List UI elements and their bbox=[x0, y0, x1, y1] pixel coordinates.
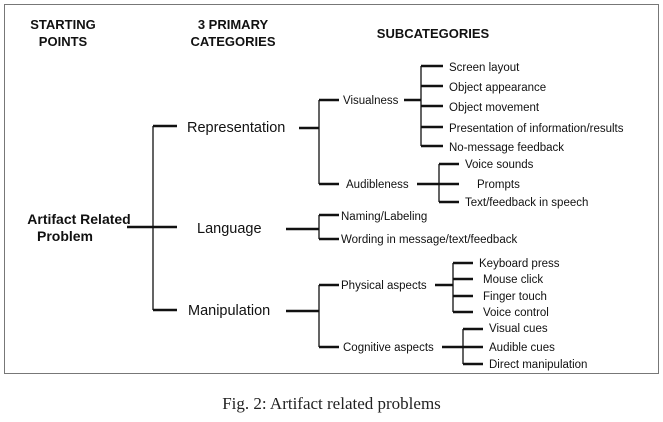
item-object-movement: Object movement bbox=[449, 102, 540, 114]
item-visual-cues: Visual cues bbox=[489, 323, 548, 335]
group-physical-aspects: Physical aspects bbox=[341, 280, 427, 292]
header-subcategories: SUBCATEGORIES bbox=[377, 26, 490, 41]
item-wording-in-message: Wording in message/text/feedback bbox=[341, 234, 517, 246]
item-keyboard-press: Keyboard press bbox=[479, 258, 560, 270]
header-starting-line2: POINTS bbox=[39, 34, 88, 49]
header-primary-line2: CATEGORIES bbox=[191, 34, 276, 49]
group-cognitive-aspects: Cognitive aspects bbox=[343, 342, 434, 354]
item-naming-labeling: Naming/Labeling bbox=[341, 211, 427, 223]
item-object-appearance: Object appearance bbox=[449, 82, 546, 94]
group-audibleness: Audibleness bbox=[346, 179, 409, 191]
category-manipulation: Manipulation bbox=[188, 303, 270, 319]
category-language: Language bbox=[197, 221, 262, 237]
taxonomy-diagram: STARTING POINTS 3 PRIMARY CATEGORIES SUB… bbox=[27, 17, 624, 371]
item-screen-layout: Screen layout bbox=[449, 62, 520, 74]
item-direct-manipulation: Direct manipulation bbox=[489, 359, 587, 371]
root-label-line2: Problem bbox=[37, 228, 93, 244]
item-presentation-of-information: Presentation of information/results bbox=[449, 123, 624, 135]
item-audible-cues: Audible cues bbox=[489, 342, 555, 354]
item-voice-sounds: Voice sounds bbox=[465, 159, 534, 171]
item-text-feedback-in-speech: Text/feedback in speech bbox=[465, 197, 588, 209]
header-starting-line1: STARTING bbox=[30, 17, 95, 32]
item-no-message-feedback: No-message feedback bbox=[449, 142, 564, 154]
figure-caption: Fig. 2: Artifact related problems bbox=[222, 394, 441, 413]
root-label-line1: Artifact Related bbox=[27, 211, 130, 227]
item-finger-touch: Finger touch bbox=[483, 291, 547, 303]
header-primary-line1: 3 PRIMARY bbox=[198, 17, 269, 32]
category-representation: Representation bbox=[187, 120, 285, 136]
diagram-frame: STARTING POINTS 3 PRIMARY CATEGORIES SUB… bbox=[4, 4, 659, 374]
group-visualness: Visualness bbox=[343, 95, 399, 107]
item-prompts: Prompts bbox=[477, 179, 520, 191]
item-mouse-click: Mouse click bbox=[483, 274, 543, 286]
item-voice-control: Voice control bbox=[483, 307, 549, 319]
